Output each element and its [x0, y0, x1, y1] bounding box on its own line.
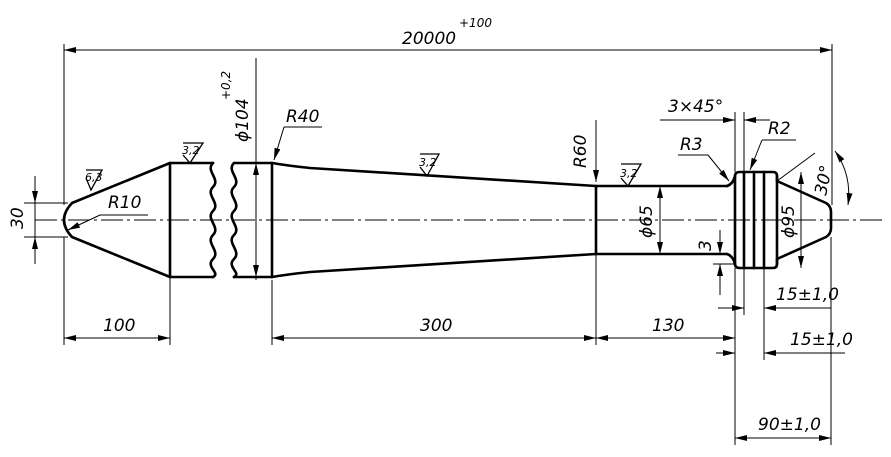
body-diameter-label: ϕ104	[233, 98, 253, 142]
left-length-label: 100	[103, 316, 135, 336]
fillet-left-label: R40	[286, 107, 319, 127]
dim-body-diameter: ϕ104 +0,2	[219, 58, 259, 280]
roughness-neck-label: 3,2	[620, 167, 638, 180]
head-radius-label: R2	[768, 119, 791, 139]
break-line-right	[230, 161, 238, 279]
taper-bottom	[270, 252, 598, 279]
roughness-taper: 3,2	[419, 153, 441, 178]
head-len-2-label: 15±1,0	[790, 330, 853, 350]
taper-length-label: 300	[420, 316, 452, 336]
head-cone	[775, 179, 833, 261]
head-len-total-label: 90±1,0	[758, 415, 821, 435]
dim-overall-length: 20000 +100	[63, 16, 833, 205]
dim-head-radius: R2	[749, 119, 796, 171]
tip-radius-label: R10	[108, 193, 141, 213]
head-diameter-label: ϕ95	[779, 205, 799, 238]
fillet-mid-label: R60	[571, 135, 591, 168]
overall-tolerance-label: +100	[459, 16, 492, 30]
dim-end-diameter: 30	[8, 176, 68, 264]
dim-taper-length: 300	[271, 254, 597, 345]
roughness-tip-label: 6,3	[85, 171, 103, 184]
roughness-body: 3,2	[182, 142, 205, 165]
part-outline	[62, 161, 833, 279]
dim-groove-depth: 3	[696, 230, 735, 295]
dim-neck-length: 130	[596, 268, 736, 445]
break-line-left	[209, 161, 217, 279]
dim-fillet-mid: R60	[571, 120, 599, 182]
head-flange	[733, 170, 779, 183]
tip-cone	[62, 161, 172, 279]
body-tolerance-label: +0,2	[219, 71, 233, 100]
overall-length-label: 20000	[402, 29, 456, 49]
dim-tip-radius: R10	[67, 193, 148, 231]
cone-angle-label: 30°	[811, 163, 837, 197]
dim-left-length: 100	[63, 237, 171, 345]
roughness-taper-label: 3,2	[419, 156, 437, 169]
neck-length-label: 130	[652, 316, 684, 336]
dim-cone-angle: 30°	[776, 150, 853, 206]
dim-groove-radius: R3	[678, 135, 730, 182]
neck-diameter-label: ϕ65	[637, 205, 657, 238]
groove-radius-label: R3	[680, 135, 703, 155]
roughness-neck: 3,2	[620, 163, 643, 188]
chamfer-label: 3×45°	[668, 97, 723, 117]
head-flange-bottom	[733, 257, 779, 270]
dim-head-lengths: 15±1,0 15±1,0 90±1,0	[716, 237, 853, 445]
roughness-tip: 6,3	[85, 169, 104, 192]
dim-fillet-left: R40	[273, 107, 322, 161]
groove-depth-label: 3	[696, 240, 716, 251]
end-diameter-label: 30	[8, 207, 28, 229]
roughness-body-label: 3,2	[182, 144, 200, 157]
dim-head-diameter: ϕ95	[779, 172, 804, 268]
dim-chamfer: 3×45°	[660, 97, 770, 172]
head-len-1-label: 15±1,0	[776, 285, 839, 305]
taper-top	[270, 161, 598, 188]
dim-neck-diameter: ϕ65	[637, 186, 663, 254]
